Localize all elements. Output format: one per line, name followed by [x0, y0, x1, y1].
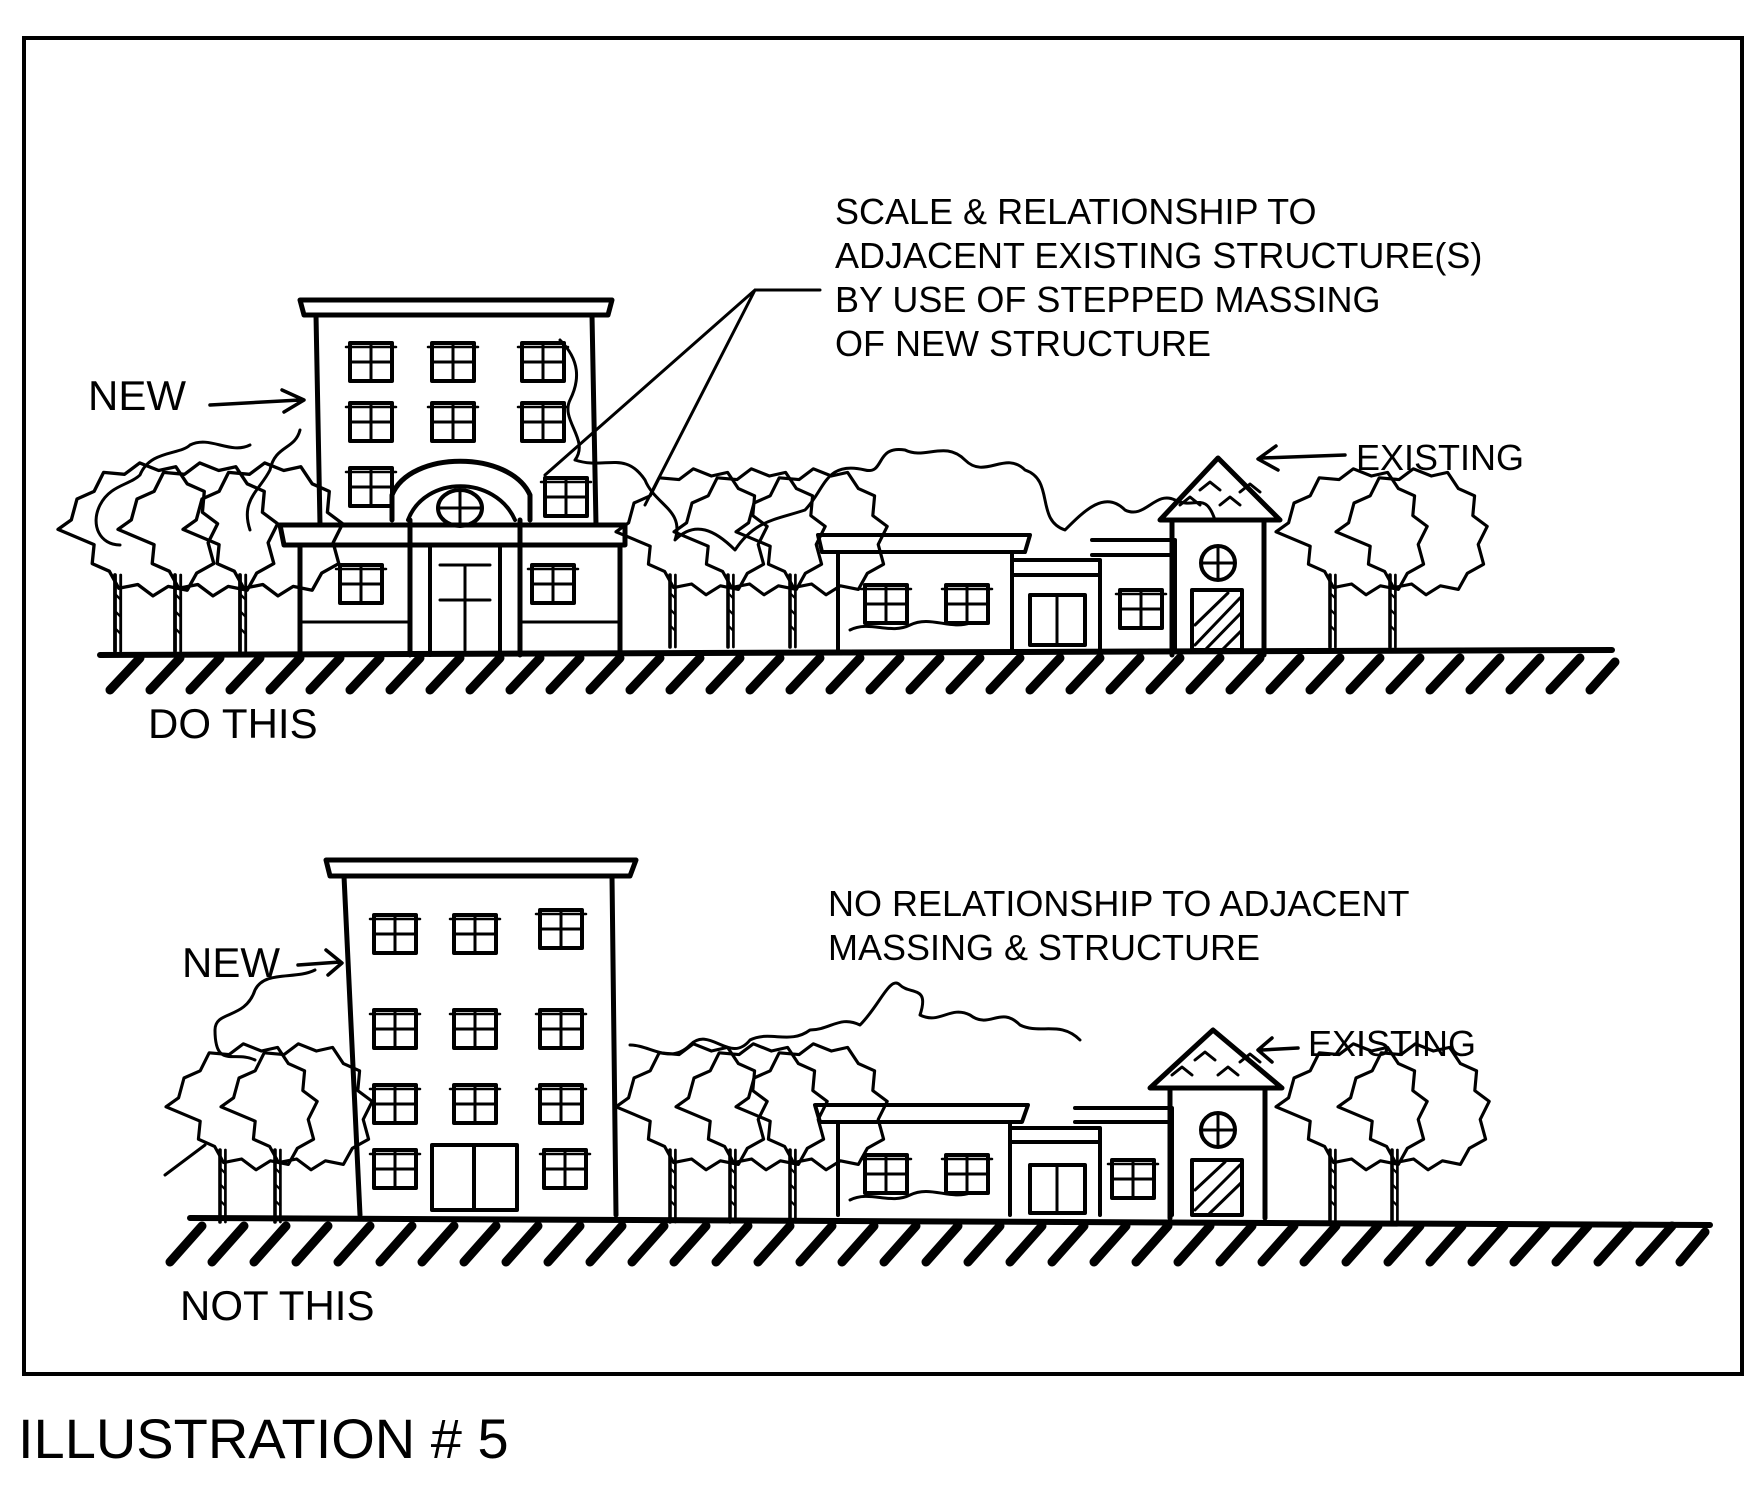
bottom-verdict: NOT THIS	[180, 1282, 375, 1329]
top-note-line: OF NEW STRUCTURE	[835, 322, 1211, 364]
top-verdict: DO THIS	[148, 700, 318, 747]
bottom-note-line: NO RELATIONSHIP TO ADJACENT	[828, 883, 1410, 924]
bottom-new-label: NEW	[182, 939, 280, 986]
bottom-existing-label: EXISTING	[1308, 1023, 1477, 1064]
top-existing-label: EXISTING	[1356, 437, 1525, 478]
top-new-label: NEW	[88, 372, 186, 419]
top-note-line: ADJACENT EXISTING STRUCTURE(S)	[835, 234, 1483, 276]
top-note: SCALE & RELATIONSHIP TO ADJACENT EXISTIN…	[835, 190, 1482, 366]
top-note-line: BY USE OF STEPPED MASSING	[835, 278, 1381, 320]
bottom-note-line: MASSING & STRUCTURE	[828, 926, 1261, 968]
illustration-frame	[22, 36, 1744, 1376]
illustration-caption: ILLUSTRATION # 5	[18, 1407, 509, 1470]
top-scene	[56, 288, 1620, 695]
bottom-scene	[163, 857, 1713, 1267]
top-note-line: SCALE & RELATIONSHIP TO	[835, 191, 1317, 232]
bottom-note: NO RELATIONSHIP TO ADJACENT MASSING & ST…	[828, 882, 1409, 970]
